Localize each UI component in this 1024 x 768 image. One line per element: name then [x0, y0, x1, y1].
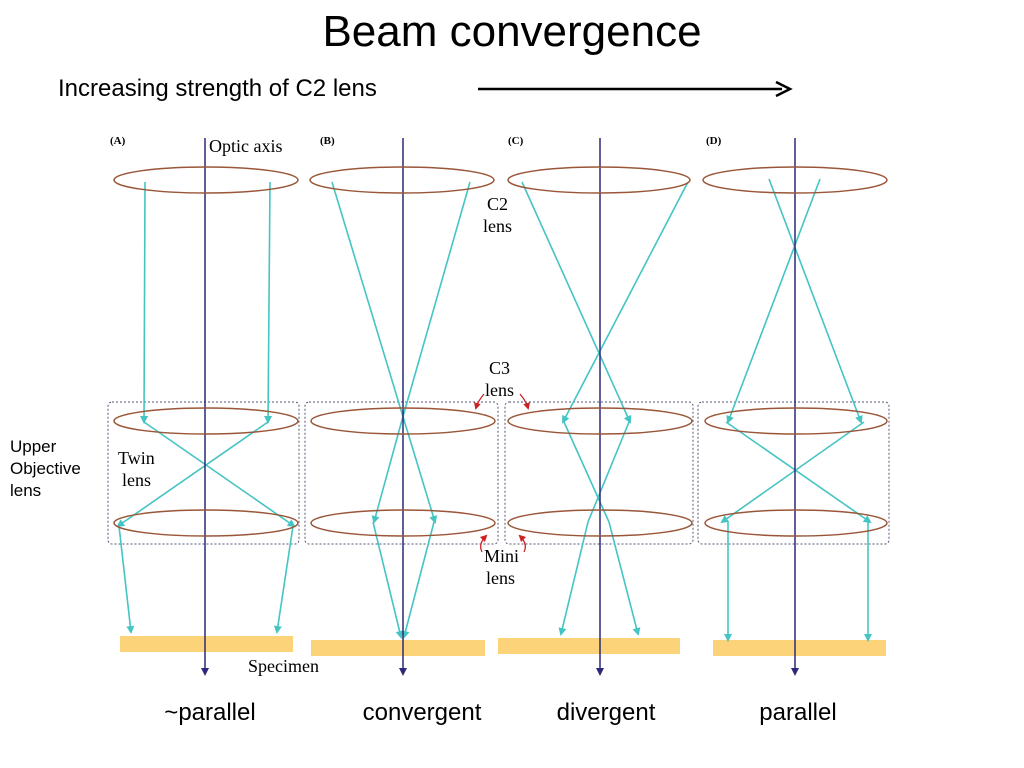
c2-lens-c: [507, 166, 691, 194]
c3-lens-label-line-2: lens: [485, 380, 514, 400]
side-label-line-3: lens: [10, 481, 42, 500]
beam-diagram: (A) (B) (C) (D): [107, 135, 890, 676]
panel-letter-a: (A): [110, 135, 126, 147]
objective-box-a: [107, 401, 300, 545]
caption-a: ~parallel: [164, 699, 256, 726]
lens-pointers: [474, 393, 530, 553]
mini-lens-d: [704, 509, 888, 537]
caption-c: divergent: [556, 699, 656, 726]
objective-box-c: [504, 401, 694, 545]
specimen-bar-b: [311, 640, 485, 656]
subtitle: Increasing strength of C2 lens: [58, 75, 377, 102]
side-label-line-1: Upper: [10, 437, 57, 456]
panel-letter-c: (C): [508, 135, 524, 147]
c2-lens-b: [309, 166, 495, 194]
slide-title: Beam convergence: [322, 7, 702, 56]
c3-lens-b: [310, 407, 496, 435]
c2-lens-label-line-2: lens: [483, 216, 512, 236]
mini-pointer-left: [479, 534, 488, 553]
twin-lens-label-line-2: lens: [122, 470, 151, 490]
strength-arrow: [478, 80, 793, 98]
c3-pointer-left: [474, 393, 485, 410]
mini-lens-a: [113, 509, 299, 537]
lenses: [113, 166, 888, 537]
optic-axes: [201, 138, 799, 676]
specimen-bar-c: [498, 638, 680, 654]
c3-pointer-right: [519, 393, 530, 410]
caption-b: convergent: [362, 699, 482, 726]
mini-lens-c: [507, 509, 693, 537]
twin-lens-label-line-1: Twin: [118, 448, 155, 468]
mini-pointer-right: [518, 534, 527, 553]
c3-lens-c: [507, 407, 693, 435]
c3-lens-label-line-1: C3: [489, 358, 510, 378]
caption-d: parallel: [759, 699, 837, 726]
specimen-bar-d: [713, 640, 886, 656]
panel-letter-d: (D): [706, 135, 722, 147]
objective-box-d: [697, 401, 890, 545]
c2-lens-d: [702, 166, 888, 194]
specimen-label: Specimen: [248, 656, 319, 676]
specimen-bar-a: [120, 636, 293, 652]
side-label-line-2: Objective: [10, 459, 81, 478]
c3-lens-d: [704, 407, 888, 435]
specimen-bars: [120, 636, 886, 656]
upper-objective-lens-label: Upper Objective lens: [10, 436, 110, 502]
mini-lens-label-line-2: lens: [486, 568, 515, 588]
panel-letter-b: (B): [320, 135, 335, 147]
mini-lens-label-line-1: Mini: [484, 546, 519, 566]
c2-lens-label-line-1: C2: [487, 194, 508, 214]
objective-box-b: [304, 401, 499, 545]
c3-lens-a: [113, 407, 299, 435]
mini-lens-b: [310, 509, 496, 537]
c2-lens-a: [113, 166, 299, 194]
optic-axis-label: Optic axis: [209, 136, 283, 156]
ray-paths: [116, 178, 872, 642]
objective-lens-boxes: [107, 401, 890, 545]
